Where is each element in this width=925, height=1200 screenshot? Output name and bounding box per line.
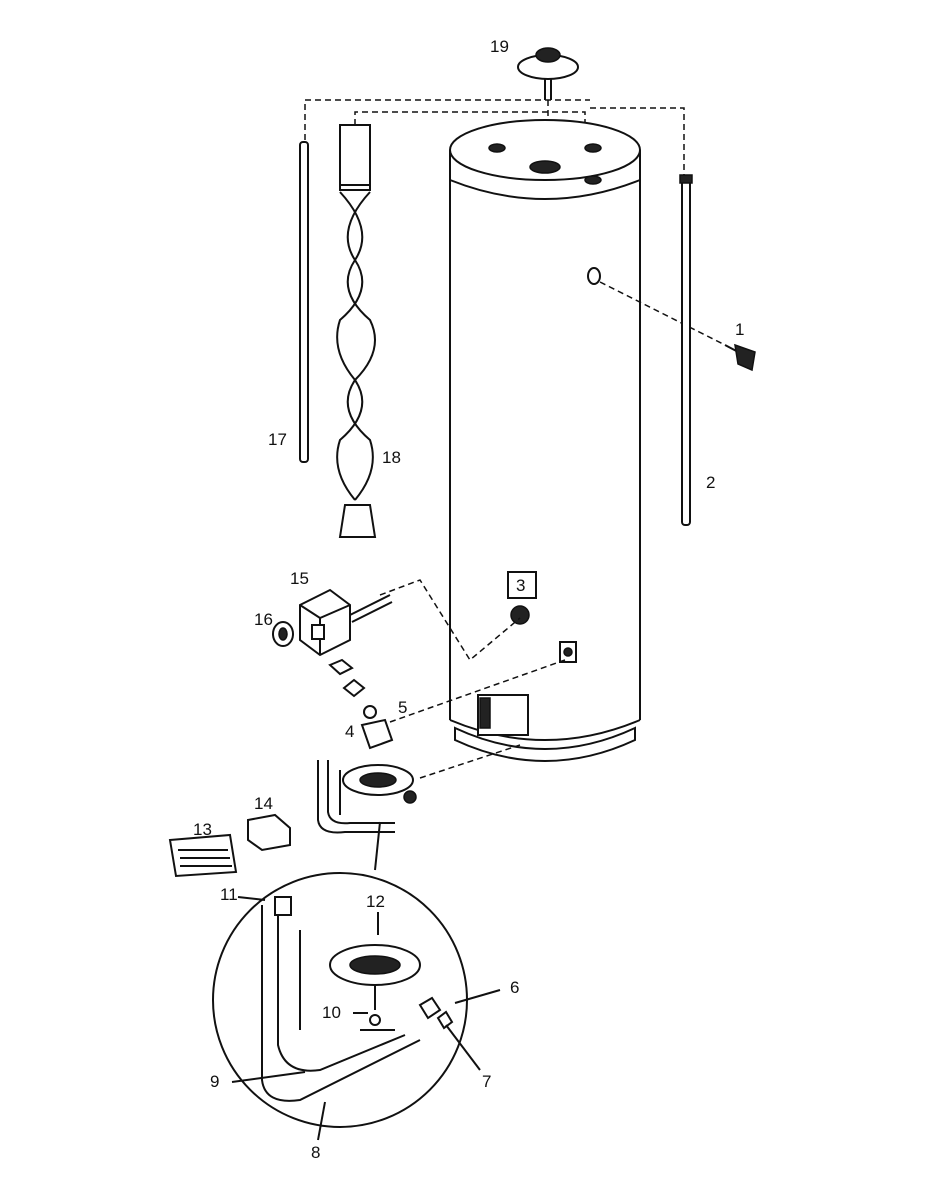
callout-13: 13 <box>193 820 212 839</box>
callout-labels: 1 2 3 4 5 6 7 8 9 10 11 12 13 14 15 16 1… <box>193 37 744 1162</box>
callout-12: 12 <box>366 892 385 911</box>
callout-7: 7 <box>482 1072 491 1091</box>
callout-3: 3 <box>516 576 525 595</box>
part-13-door <box>168 833 238 878</box>
callout-8: 8 <box>311 1143 320 1162</box>
part-1-drain-valve <box>599 281 756 372</box>
burner-assembly <box>317 744 521 871</box>
callout-16: 16 <box>254 610 273 629</box>
part-17-anode-rod <box>299 141 309 463</box>
water-heater-tank <box>449 119 641 762</box>
callout-leaders <box>231 896 501 1141</box>
callout-18: 18 <box>382 448 401 467</box>
callout-14: 14 <box>254 794 273 813</box>
part-18-flue-baffle <box>336 124 377 538</box>
part-19-top-fitting <box>517 47 579 100</box>
callout-11: 11 <box>220 885 238 904</box>
callout-10: 10 <box>322 1003 341 1022</box>
part-16-fitting <box>272 621 294 647</box>
part-3-label-box <box>507 571 537 599</box>
burner-detail-circle <box>212 872 468 1128</box>
callout-15: 15 <box>290 569 309 588</box>
callout-4: 4 <box>345 722 354 741</box>
part-4-5-fittings <box>328 658 566 750</box>
part-2-dip-tube <box>679 174 693 526</box>
callout-1: 1 <box>735 320 744 339</box>
callout-19: 19 <box>490 37 509 56</box>
callout-2: 2 <box>706 473 715 492</box>
callout-9: 9 <box>210 1072 219 1091</box>
callout-5: 5 <box>398 698 407 717</box>
callout-17: 17 <box>268 430 287 449</box>
part-14-bracket <box>247 813 291 852</box>
callout-6: 6 <box>510 978 519 997</box>
part-15-gas-control <box>299 579 521 662</box>
